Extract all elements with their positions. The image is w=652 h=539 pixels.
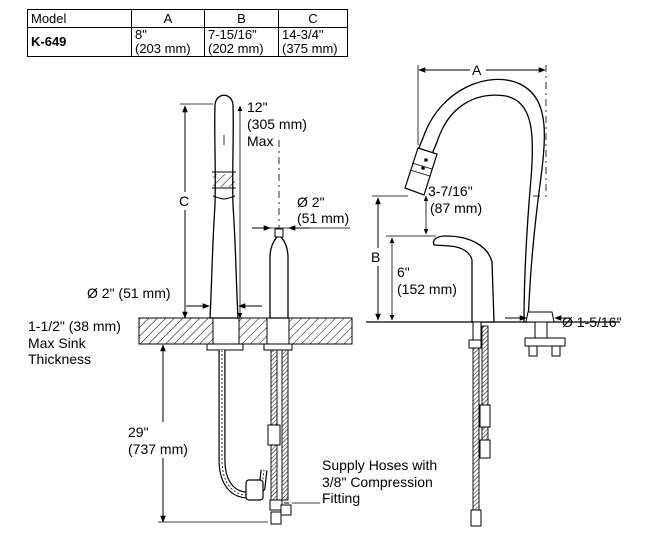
front-faucet-body <box>209 94 239 319</box>
supply-hoses-line2: 3/8" Compression <box>322 474 433 490</box>
dim-c-label: C <box>179 193 189 209</box>
mount-diameter-label: Ø 1-5/16" <box>562 314 621 330</box>
sink-thickness-dim: 1-1/2" (38 mm) <box>28 318 121 334</box>
handle-diameter-mm: (51 mm) <box>297 210 349 226</box>
value-a: 8" (203 mm) <box>131 27 205 57</box>
spout-clearance-mm: (87 mm) <box>430 200 482 216</box>
table-header-row: Model A B C <box>27 9 348 28</box>
front-handle <box>269 235 289 319</box>
front-hose-weight <box>245 479 264 501</box>
handle-diameter-in: Ø 2" <box>297 194 325 210</box>
supply-hoses-line1: Supply Hoses with <box>322 457 437 473</box>
spout-clearance-in: 3-7/16" <box>428 183 473 199</box>
side-supply-hose-2 <box>481 325 489 457</box>
max-height-in: 12" <box>247 99 268 115</box>
side-supply-hose-1 <box>472 347 480 511</box>
value-c: 14-3/4" (375 mm) <box>278 27 348 57</box>
side-spray-head <box>404 147 438 196</box>
spec-table: Model A B C K-649 8" (203 mm) 7-15/16" (… <box>27 9 348 57</box>
front-view: C 12" (305 mm) Max Ø 2" (51 mm) Ø 2" (51… <box>28 94 437 525</box>
max-height-max: Max <box>247 133 273 149</box>
sink-thickness-word: Thickness <box>28 351 91 367</box>
side-compression-fitting <box>470 509 482 527</box>
side-mount-plate <box>524 337 566 347</box>
front-faucet-mount-hole <box>212 317 240 347</box>
supply-hoses-line3: Fitting <box>322 490 360 506</box>
value-a-mm: (203 mm) <box>135 41 191 56</box>
side-view: A B 3-7/16" (87 mm) 6" (152 mm) Ø 1-5/16… <box>366 61 621 527</box>
value-b: 7-15/16" (202 mm) <box>204 27 279 57</box>
table-row: K-649 8" (203 mm) 7-15/16" (202 mm) 14-3… <box>27 27 348 57</box>
value-b-mm: (202 mm) <box>208 41 264 56</box>
handle-height-in: 6" <box>397 264 410 280</box>
hose-length-mm: (737 mm) <box>128 441 188 457</box>
front-spray-hose <box>218 350 268 499</box>
value-b-in: 7-15/16" <box>208 27 257 42</box>
front-handle-top <box>274 228 284 238</box>
max-height-mm: (305 mm) <box>247 116 307 132</box>
sink-thickness-max: Max Sink <box>28 335 87 351</box>
base-diameter-label: Ø 2" (51 mm) <box>87 285 171 301</box>
value-c-in: 14-3/4" <box>282 27 324 42</box>
front-compression-fitting <box>269 499 283 511</box>
dim-b-label: B <box>371 249 380 265</box>
front-mount-nut <box>206 343 244 351</box>
front-countertop <box>138 317 353 345</box>
value-c-mm: (375 mm) <box>282 41 338 56</box>
handle-height-mm: (152 mm) <box>397 281 457 297</box>
value-a-in: 8" <box>135 27 147 42</box>
front-handle-mount-hole <box>266 317 290 347</box>
hose-length-in: 29" <box>128 424 149 440</box>
front-supply-hose-2 <box>281 349 289 501</box>
side-handle <box>432 235 495 323</box>
dim-a-label: A <box>472 62 482 78</box>
side-spout <box>417 78 546 323</box>
model-number: K-649 <box>27 27 132 57</box>
front-spray-head <box>212 171 236 200</box>
